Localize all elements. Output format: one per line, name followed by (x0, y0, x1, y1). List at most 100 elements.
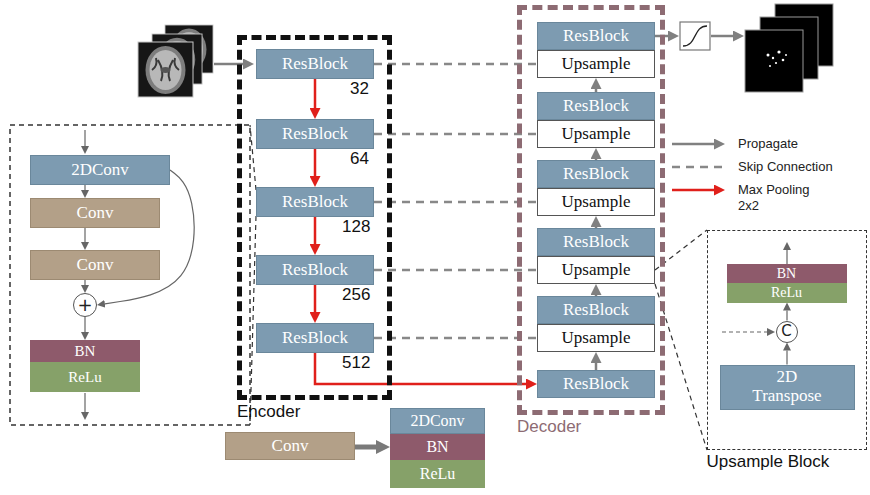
legend-item: Max Pooling 2x2 (738, 182, 823, 214)
detail-leader (250, 216, 256, 425)
max-pool-arrow (314, 217, 317, 244)
box-label: ResBlock (282, 55, 348, 74)
legend-sample-pool (672, 189, 714, 192)
box-label: Upsample (562, 55, 631, 74)
box-label: Upsample (562, 193, 631, 212)
upsample-box: Upsample (537, 50, 655, 78)
flow-arrow (105, 170, 194, 304)
flow-arrow (786, 351, 787, 365)
box-label: BN (426, 438, 448, 456)
max-pool-arrow (315, 353, 526, 384)
legend-sample-propagate (672, 143, 714, 146)
upsample-box: Upsample (537, 188, 655, 216)
transpose-box: 2D Transpose (720, 365, 855, 410)
propagate-arrow (595, 363, 598, 370)
resblock-box: ResBlock (537, 296, 655, 324)
box-label: Conv (272, 437, 309, 456)
box-label: ReLu (68, 369, 101, 386)
expands-to-arrow (355, 445, 376, 450)
box-label: 2DConv (410, 412, 464, 430)
max-pool-arrow (314, 79, 317, 108)
resblock-box: ResBlock (537, 228, 655, 256)
box-label: 2D Transpose (747, 368, 827, 405)
box-label: BN (75, 343, 96, 360)
box-label: Conv (77, 204, 114, 223)
box-label: ResBlock (563, 27, 629, 46)
box-label: ResBlock (563, 233, 629, 252)
output-arrow (786, 250, 787, 264)
box-label: Upsample (562, 125, 631, 144)
flow-arrow (786, 311, 787, 321)
legend-text: Skip Connection (738, 159, 858, 175)
upsample-box: Upsample (537, 256, 655, 284)
channel-count: 256 (342, 286, 370, 305)
box-label: 2DConv (71, 161, 129, 180)
box-label: ReLu (771, 285, 802, 300)
resblock-box: ResBlock (256, 119, 374, 149)
resblock-box: ResBlock (256, 255, 374, 285)
channel-count: 64 (350, 150, 369, 169)
legend-text: Max Pooling 2x2 (738, 182, 823, 214)
box-label: ResBlock (282, 329, 348, 348)
legend-item: Propagate (738, 136, 858, 152)
box-label: ResBlock (282, 193, 348, 212)
resblock-box: ResBlock (537, 92, 655, 120)
box-label: ResBlock (282, 125, 348, 144)
box-label: ReLu (420, 465, 456, 483)
batchnorm-box: BN (390, 434, 485, 460)
resblock-box: ResBlock (537, 370, 655, 398)
sigmoid-symbol (680, 22, 710, 50)
channel-count: 128 (342, 218, 370, 237)
flow-arrow (84, 280, 85, 285)
box-label: Upsample (562, 329, 631, 348)
box-label: ResBlock (282, 261, 348, 280)
upsample-box: Upsample (537, 324, 655, 352)
batchnorm-box: BN (30, 340, 140, 362)
max-pool-arrow (314, 149, 317, 176)
box-label: ResBlock (563, 301, 629, 320)
resblock-box: ResBlock (537, 160, 655, 188)
upsample-box: Upsample (537, 120, 655, 148)
legend-sample-skip (672, 166, 725, 169)
box-label: BN (777, 266, 796, 281)
box-label: C (781, 323, 791, 340)
box-label: ResBlock (563, 165, 629, 184)
input-mri-stack (138, 25, 213, 97)
output-mask-stack (745, 4, 833, 92)
skip-connection (374, 63, 537, 66)
decoder-frame: DecoderResBlockUpsampleResBlockUpsampleR… (517, 5, 665, 415)
skip-connection (374, 269, 537, 272)
channel-count: 512 (342, 354, 370, 373)
channel-count: 32 (350, 80, 369, 99)
conv2d-box: 2DConv (30, 155, 170, 185)
relu-box: ReLu (30, 362, 140, 392)
upsample-block-frame: Upsample BlockBNReLuC2D Transpose (707, 230, 867, 450)
resblock-box: ResBlock (256, 49, 374, 79)
legend-item: Skip Connection (738, 159, 858, 175)
resblock-box: ResBlock (256, 323, 374, 353)
legend-text: Propagate (738, 136, 858, 152)
resblock-detail-frame (10, 125, 250, 425)
conv2d-box: 2DConv (390, 408, 485, 434)
conv-box: Conv (30, 250, 160, 280)
skip-input-arrow (722, 331, 767, 332)
box-label: Upsample (562, 261, 631, 280)
input-arrow (84, 130, 85, 146)
flow-arrow (84, 317, 85, 332)
conv-box: Conv (225, 432, 355, 460)
box-label: + (77, 295, 92, 315)
skip-connection (374, 201, 537, 204)
operator-circle: C (776, 321, 798, 343)
operator-circle: + (73, 293, 97, 317)
sigmoid-curve (683, 26, 707, 46)
resblock-box: ResBlock (537, 22, 655, 50)
max-pool-arrow (314, 285, 317, 312)
propagate-arrow (711, 35, 733, 38)
frame-heading: Decoder (517, 417, 581, 437)
conv-box: Conv (30, 198, 160, 228)
box-label: Conv (77, 256, 114, 275)
skip-connection (374, 133, 537, 136)
relu-box: ReLu (727, 283, 847, 303)
output-arrow (84, 393, 85, 412)
